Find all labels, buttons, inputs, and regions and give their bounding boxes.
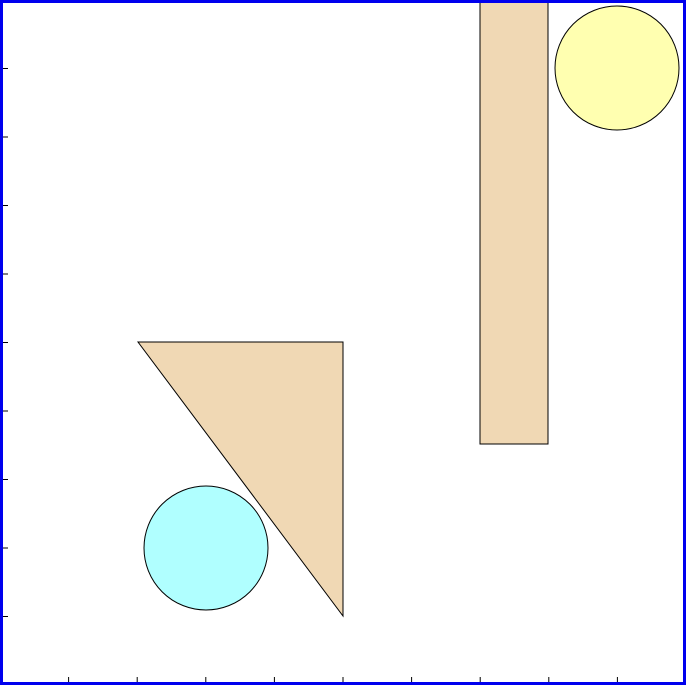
tan-bar (479, 0, 549, 445)
tan-triangle (137, 341, 344, 618)
yellow-circle (554, 5, 680, 131)
cyan-circle (143, 485, 269, 611)
